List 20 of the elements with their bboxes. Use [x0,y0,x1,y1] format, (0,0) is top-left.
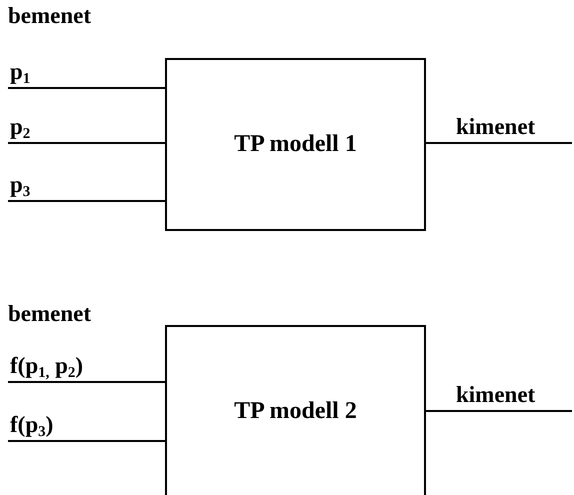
edge-label: kimenet [456,115,536,138]
edge-label: f(p$_{1,}$ p$_{2}$) [10,354,84,377]
connector-line [8,381,165,383]
box-label: TP modell 2 [234,398,357,424]
connector-line [8,200,165,202]
connector-line [426,142,572,144]
edge-label: f(p$_{3}$) [10,413,54,436]
connector-line [426,410,572,412]
box-label: TP modell 1 [234,131,357,158]
edge-label: kimenet [456,383,536,406]
edge-label: p$_{3}$ [10,173,30,196]
process-box [165,58,426,231]
edge-label: p$_{1}$ [10,60,30,83]
process-box [165,325,426,495]
connector-line [8,142,165,144]
heading-label: bemenet [8,302,92,325]
connector-line [8,440,165,442]
connector-line [8,87,165,89]
heading-label: bemenet [8,4,92,27]
edge-label: p$_{2}$ [10,115,30,138]
